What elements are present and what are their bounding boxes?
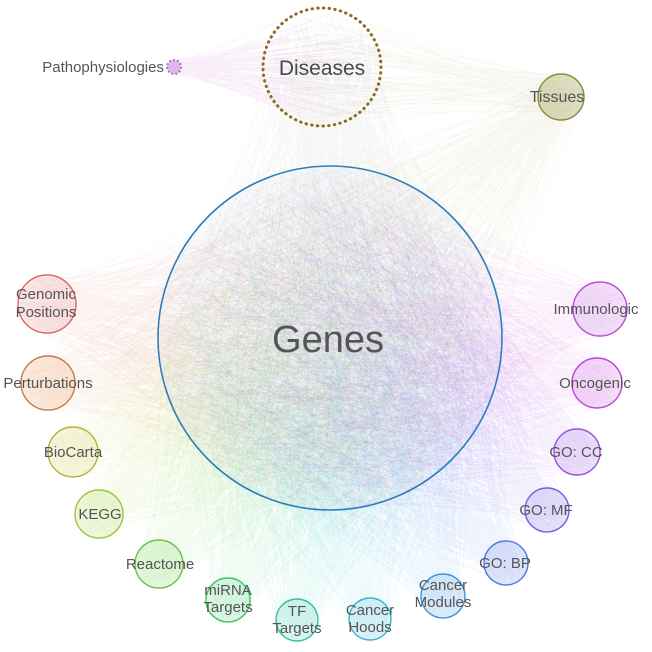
label-go-bp: GO: BP [479,555,531,572]
node-cancer-hoods[interactable] [348,597,392,641]
label-genes: Genes [272,319,384,361]
edge-bundle-go-bp-genes [164,169,528,584]
edge-bundle-pathophysiologies-diseases [167,13,379,123]
node-genomic-positions[interactable] [17,274,77,334]
node-immunologic[interactable] [572,281,628,337]
edge-bundle-kegg-genes [75,175,496,537]
node-labels: Genes Diseases PathophysiologiesTissuesGen… [3,57,639,637]
edge-bundle-tissues-genes [173,75,584,504]
label-biocarta: BioCarta [44,444,103,461]
node-kegg[interactable] [74,489,124,539]
node-pathophysiologies[interactable] [165,58,183,76]
node-go-cc[interactable] [553,428,601,476]
edge-bundle-oncogenic-genes [159,171,622,510]
edge-bundle-diseases-tissues [267,11,581,123]
node-diseases[interactable] [261,6,383,128]
label-oncogenic: Oncogenic [559,375,631,392]
node-mirna-targets[interactable] [205,577,251,623]
nodes [17,6,628,642]
edge-bundle-go-mf-genes [167,171,569,532]
node-genes[interactable] [157,165,503,511]
edge-bundle-diseases-genes [159,10,496,508]
node-cancer-modules[interactable] [420,573,466,619]
label-perturbations: Perturbations [3,375,92,392]
label-kegg: KEGG [78,506,121,523]
edge-bundle-cancer-modules-genes [161,168,493,618]
node-go-mf[interactable] [524,487,570,533]
node-oncogenic[interactable] [571,357,623,409]
edge-bundle-reactome-genes [135,167,493,586]
edge-bundle-tf-targets-genes [179,172,496,641]
label-reactome: Reactome [126,556,194,573]
edge-bundle-immunologic-genes [170,168,627,509]
label-pathophysiologies: Pathophysiologies [42,59,164,76]
label-go-mf: GO: MF [519,502,572,519]
edge-bundle-biocarta-genes [48,171,498,496]
node-biocarta[interactable] [47,426,99,478]
node-tf-targets[interactable] [275,598,319,642]
node-perturbations[interactable] [20,355,76,411]
label-diseases: Diseases [279,57,365,80]
node-reactome[interactable] [134,539,184,589]
edge-bundle-genomic-positions-genes [18,169,495,505]
node-go-bp[interactable] [483,540,529,586]
edge-bundle-go-cc-genes [168,178,600,509]
label-immunologic: Immunologic [553,301,639,318]
label-tissues: Tissues [530,89,585,106]
edge-bundle-mirna-targets-genes [162,177,491,621]
label-go-cc: GO: CC [549,444,603,461]
edge-bundle-perturbations-genes [22,170,494,508]
edge-bundle-cancer-hoods-genes [169,175,493,640]
edge-bundles [18,10,627,641]
node-tissues[interactable] [537,73,585,121]
